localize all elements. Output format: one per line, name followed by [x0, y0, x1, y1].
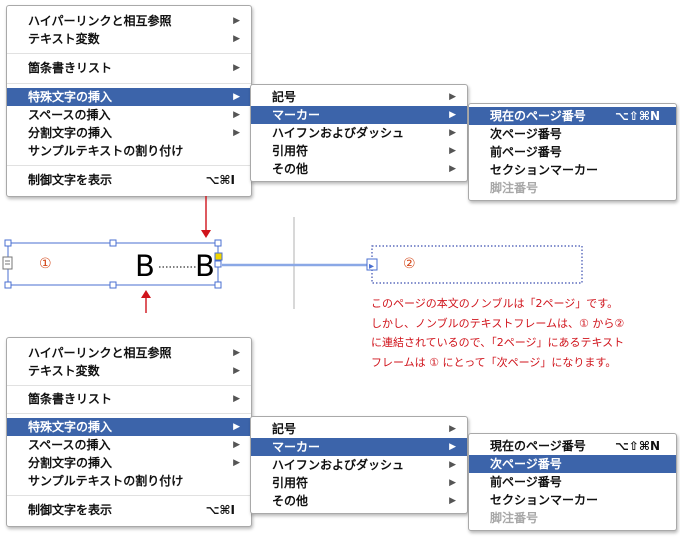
menu-separator [7, 53, 251, 54]
menu-separator [7, 495, 251, 496]
explanation-line-4: フレームは ① にとって「次ページ」になります。 [371, 356, 617, 369]
in-port-icon[interactable] [2, 256, 13, 270]
menu-item-insert-special-character[interactable]: 特殊文字の挿入▶ [7, 418, 251, 436]
menu-item-fill-placeholder-text[interactable]: サンプルテキストの割り付け [28, 144, 184, 158]
submenu-arrow-icon: ▶ [233, 34, 240, 44]
menu-item-fill-placeholder-text[interactable]: サンプルテキストの割り付け [28, 474, 184, 488]
frame-2-number: ② [403, 256, 416, 272]
frame-illustration: ▸ [2, 196, 583, 313]
menu-item-bullets[interactable]: 箇条書きリスト▶ [28, 61, 240, 75]
submenu-arrow-icon: ▶ [449, 164, 456, 174]
submenu-arrow-icon: ▶ [449, 460, 456, 470]
submenu-arrow-icon: ▶ [233, 110, 240, 120]
menu-item-markers[interactable]: マーカー▶ [251, 438, 467, 456]
menu-separator [7, 413, 251, 414]
menu-item-next-page-number[interactable]: 次ページ番号 [490, 127, 562, 141]
submenu-arrow-icon: ▶ [233, 348, 240, 358]
explanation-line-1: このページの本文のノンブルは「2ページ」です。 [371, 297, 619, 310]
submenu-arrow-icon: ▶ [233, 63, 240, 73]
submenu-arrow-icon: ▶ [449, 478, 456, 488]
menu-item-insert-white-space[interactable]: スペースの挿入▶ [28, 108, 240, 122]
submenu-special-character-bottom: 記号▶ マーカー▶ ハイフンおよびダッシュ▶ 引用符▶ その他▶ [250, 416, 468, 514]
menu-item-hyphens-dashes[interactable]: ハイフンおよびダッシュ▶ [272, 458, 456, 472]
menu-item-hyperlinks[interactable]: ハイパーリンクと相互参照▶ [28, 14, 240, 28]
submenu-arrow-icon: ▶ [233, 366, 240, 376]
submenu-special-character-top: 記号▶ マーカー▶ ハイフンおよびダッシュ▶ 引用符▶ その他▶ [250, 84, 468, 182]
menu-item-show-hidden-characters[interactable]: 制御文字を表示⌥⌘I [28, 503, 235, 517]
menu-item-hyperlinks[interactable]: ハイパーリンクと相互参照▶ [28, 346, 240, 360]
submenu-arrow-icon: ▶ [449, 424, 456, 434]
frame-handle[interactable] [4, 239, 12, 247]
menu-item-insert-break-character[interactable]: 分割文字の挿入▶ [28, 126, 240, 140]
menu-item-current-page-number[interactable]: 現在のページ番号⌥⇧⌘N [469, 107, 676, 125]
menu-item-show-hidden-characters[interactable]: 制御文字を表示⌥⌘I [28, 173, 235, 187]
submenu-arrow-icon: ▶ [233, 440, 240, 450]
submenu-arrow-icon: ▶ [449, 442, 456, 452]
submenu-arrow-icon: ▶ [233, 128, 240, 138]
menu-item-next-page-number[interactable]: 次ページ番号 [469, 455, 676, 473]
menu-item-text-variables[interactable]: テキスト変数▶ [28, 32, 240, 46]
menu-item-symbols[interactable]: 記号▶ [272, 422, 456, 436]
menu-item-bullets[interactable]: 箇条書きリスト▶ [28, 392, 240, 406]
frame-handle[interactable] [214, 260, 222, 268]
menu-item-current-page-number[interactable]: 現在のページ番号⌥⇧⌘N [490, 439, 660, 453]
menu-separator [7, 385, 251, 386]
menu-item-text-variables[interactable]: テキスト変数▶ [28, 364, 240, 378]
shortcut-label: ⌥⌘I [205, 173, 235, 187]
frame-handle[interactable] [109, 239, 117, 247]
submenu-arrow-icon: ▶ [233, 16, 240, 26]
shortcut-label: ⌥⌘I [205, 503, 235, 517]
menu-item-section-marker[interactable]: セクションマーカー [490, 493, 599, 507]
shortcut-label: ⌥⇧⌘N [614, 109, 660, 123]
submenu-markers-bottom: 現在のページ番号⌥⇧⌘N 次ページ番号 前ページ番号 セクションマーカー 脚注番… [468, 433, 677, 531]
frame-handle[interactable] [4, 281, 12, 289]
context-menu-main-bottom: ハイパーリンクと相互参照▶ テキスト変数▶ 箇条書きリスト▶ 特殊文字の挿入▶ … [6, 337, 252, 527]
explanation-line-2: しかし、ノンブルのテキストフレームは、① から② [371, 317, 625, 330]
menu-separator [7, 83, 251, 84]
menu-item-other[interactable]: その他▶ [272, 162, 456, 176]
current-page-marker-b: B [135, 249, 155, 283]
next-page-marker-b: B [195, 249, 215, 283]
red-arrow-down-head [201, 230, 211, 238]
menu-item-insert-break-character[interactable]: 分割文字の挿入▶ [28, 456, 240, 470]
menu-item-quotation-marks[interactable]: 引用符▶ [272, 476, 456, 490]
frame-2-in-port-glyph: ▸ [369, 261, 374, 272]
menu-item-footnote-number: 脚注番号 [490, 511, 539, 525]
explanation-line-3: に連結されているので、「2ページ」にあるテキスト [371, 336, 625, 349]
menu-item-other[interactable]: その他▶ [272, 494, 456, 508]
submenu-arrow-icon: ▶ [449, 496, 456, 506]
menu-item-symbols[interactable]: 記号▶ [272, 90, 456, 104]
menu-item-previous-page-number[interactable]: 前ページ番号 [490, 475, 562, 489]
menu-item-insert-white-space[interactable]: スペースの挿入▶ [28, 438, 240, 452]
submenu-arrow-icon: ▶ [233, 92, 240, 102]
context-menu-main-top: ハイパーリンクと相互参照▶ テキスト変数▶ 箇条書きリスト▶ 特殊文字の挿入▶ … [6, 5, 252, 197]
text-frame-2[interactable] [371, 245, 583, 284]
menu-item-markers[interactable]: マーカー▶ [251, 106, 467, 124]
submenu-arrow-icon: ▶ [233, 422, 240, 432]
red-arrow-up-head [141, 290, 151, 298]
menu-item-quotation-marks[interactable]: 引用符▶ [272, 144, 456, 158]
submenu-arrow-icon: ▶ [233, 394, 240, 404]
menu-item-section-marker[interactable]: セクションマーカー [490, 163, 599, 177]
out-port-icon[interactable] [214, 252, 223, 261]
menu-item-hyphens-dashes[interactable]: ハイフンおよびダッシュ▶ [272, 126, 456, 140]
menu-item-insert-special-character[interactable]: 特殊文字の挿入▶ [7, 88, 251, 106]
submenu-markers-top: 現在のページ番号⌥⇧⌘N 次ページ番号 前ページ番号 セクションマーカー 脚注番… [468, 103, 677, 201]
frame-handle[interactable] [214, 281, 222, 289]
submenu-arrow-icon: ▶ [449, 92, 456, 102]
menu-separator [7, 165, 251, 166]
submenu-arrow-icon: ▶ [233, 458, 240, 468]
frame-1-number: ① [39, 256, 52, 272]
menu-item-previous-page-number[interactable]: 前ページ番号 [490, 145, 562, 159]
shortcut-label: ⌥⇧⌘N [614, 439, 660, 453]
submenu-arrow-icon: ▶ [449, 128, 456, 138]
submenu-arrow-icon: ▶ [449, 146, 456, 156]
frame-handle[interactable] [214, 239, 222, 247]
submenu-arrow-icon: ▶ [449, 110, 456, 120]
menu-item-footnote-number: 脚注番号 [490, 181, 539, 195]
frame-handle[interactable] [109, 281, 117, 289]
frame-2-in-port-icon[interactable] [366, 258, 378, 271]
